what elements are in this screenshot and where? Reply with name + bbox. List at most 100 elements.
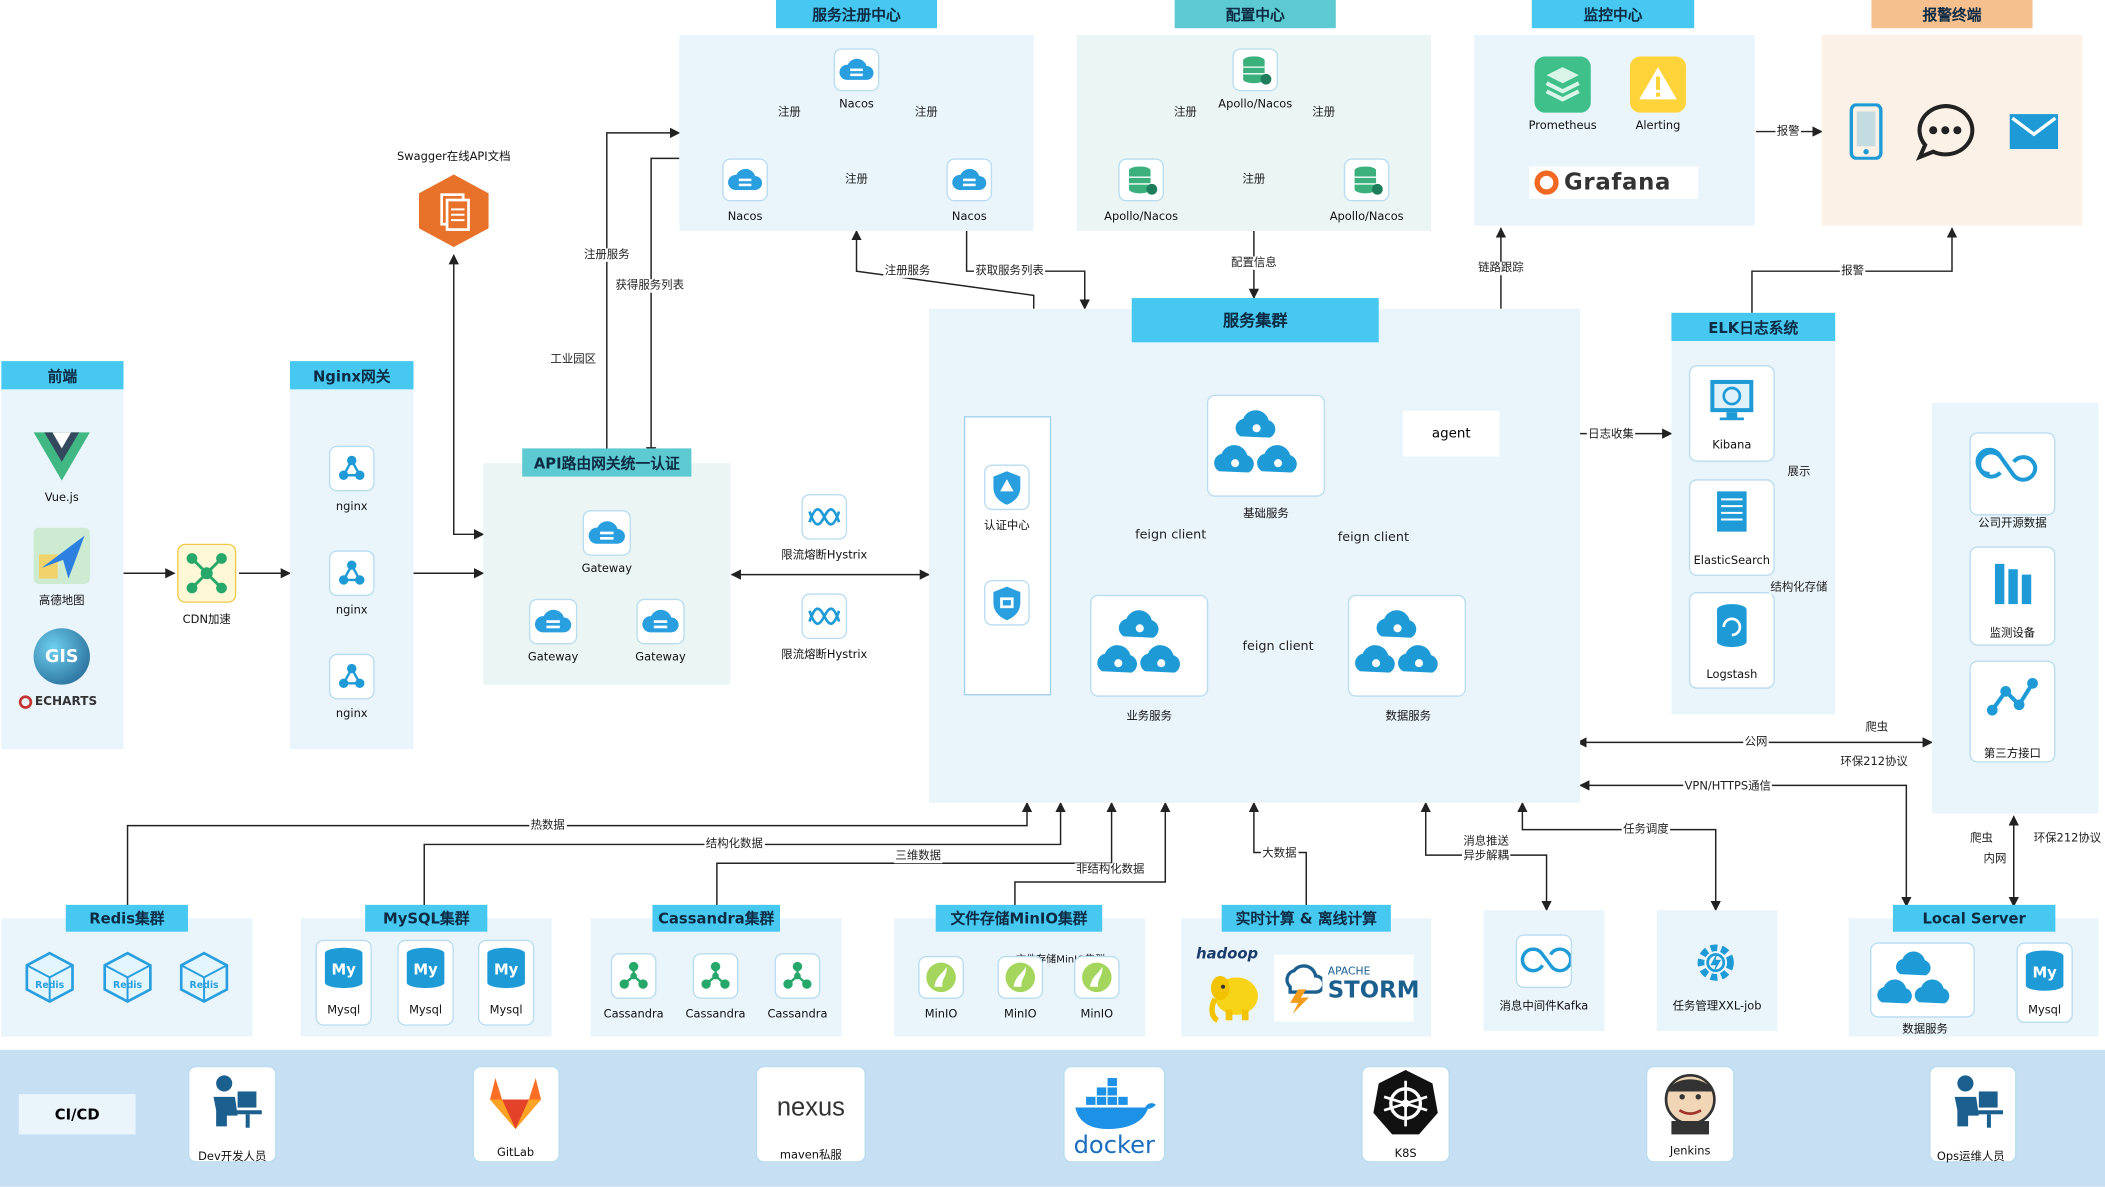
alerting-label: Alerting (1635, 119, 1681, 133)
hadoop-logo: hadoop (1196, 945, 1271, 1026)
shield-icon (984, 464, 1030, 511)
cdn-label: CDN加速 (182, 613, 231, 627)
cicd-title: CI/CD (18, 1094, 136, 1135)
frontend-title: 前端 (1, 361, 124, 390)
logstash-icon (1688, 592, 1775, 689)
edge-label: 爬虫 (1970, 832, 1993, 846)
docker-icon: docker (1063, 1065, 1166, 1163)
redis-icon: Redis (102, 950, 153, 1004)
agent-box: agent (1402, 410, 1500, 457)
mysql-label: Mysql (489, 1004, 523, 1018)
hystrix-icon (801, 593, 848, 640)
edge-label: 三维数据 (894, 849, 943, 864)
grafana-label: Grafana (1564, 169, 1672, 197)
hystrix-label: 限流熔断Hystrix (781, 648, 868, 662)
kibana-icon (1688, 365, 1775, 462)
swagger-label: Swagger在线API文档 (397, 150, 511, 164)
storm-top-label: APACHE (1327, 965, 1371, 978)
minio-title: 文件存储MinIO集群 (935, 904, 1103, 932)
nginx-label: nginx (335, 604, 368, 618)
nginx-node-icon (328, 550, 375, 597)
nginx-node-icon (328, 445, 375, 492)
feign-label: feign client (1133, 527, 1208, 543)
developer-label: Dev开发人员 (198, 1150, 267, 1164)
kibana-label: Kibana (1712, 438, 1752, 453)
gateway-cloud-icon (582, 510, 631, 556)
edge-label: 展示 (1786, 465, 1812, 480)
vue-logo (33, 432, 90, 481)
edge-label: 获取服务列表 (973, 264, 1046, 278)
third-api-label: 第三方接口 (1983, 747, 2041, 762)
jenkins-label: Jenkins (1669, 1145, 1711, 1159)
nexus-wordmark: nexus (776, 1094, 845, 1123)
alert-title: 报警终端 (1871, 0, 2033, 29)
gateway-panel (483, 463, 731, 685)
nacos-icon (833, 48, 880, 92)
edge-label: 非结构化数据 (1074, 863, 1146, 877)
k8s-icon (1361, 1065, 1450, 1163)
chat-icon (1914, 102, 1976, 161)
cassandra-label: Cassandra (767, 1008, 828, 1022)
redis-label: Redis (112, 980, 143, 991)
edge-label: 报警 (1839, 264, 1866, 278)
mysql-icon: My (477, 939, 535, 1026)
nginx-node-icon (328, 653, 375, 700)
mysql-label: Mysql (327, 1004, 361, 1018)
biz-service-label: 业务服务 (1126, 710, 1173, 724)
edge-label: VPN/HTTPS通信 (1683, 779, 1773, 794)
mysql-title: MySQL集群 (365, 904, 488, 932)
edge-label: 注册服务 (883, 264, 932, 278)
cassandra-title: Cassandra集群 (652, 904, 780, 932)
edge-label: 注册 (777, 106, 801, 120)
edge-label: 内网 (1982, 852, 2008, 866)
nacos-label: Nacos (727, 210, 763, 225)
monitor-title: 监控中心 (1531, 0, 1695, 29)
config-title: 配置中心 (1174, 0, 1336, 29)
cassandra-label: Cassandra (685, 1008, 746, 1022)
edge-label: 环保212协议 (2033, 832, 2102, 846)
docker-wordmark: docker (1074, 1131, 1155, 1159)
edge-label: 注册 (1241, 173, 1267, 187)
redis-title: Redis集群 (65, 904, 188, 932)
mysql-icon: My (397, 939, 454, 1026)
auth-column (963, 416, 1052, 696)
phone-icon (1849, 103, 1884, 161)
xxljob-label: 任务管理XXL-job (1672, 1000, 1762, 1014)
ops-label: Ops运维人员 (1936, 1150, 2005, 1164)
gateway-label: Gateway (581, 562, 633, 576)
industrial-park-label: 工业园区 (550, 353, 597, 367)
edge-label: 日志收集 (1586, 428, 1636, 442)
edge-label: 注册 (1174, 106, 1197, 120)
mysql-label: Mysql (409, 1004, 443, 1018)
edge-label: 环保212协议 (1840, 755, 1908, 770)
minio-icon (918, 955, 964, 999)
minio-icon (1074, 955, 1120, 999)
database-icon (1232, 48, 1279, 92)
redis-icon: Redis (24, 950, 75, 1004)
gear-cloud-icon (1870, 942, 1975, 1018)
developer-icon (187, 1065, 277, 1163)
registry-title: 服务注册中心 (775, 0, 938, 29)
redis-label: Redis (189, 980, 219, 991)
open-data-icon (1969, 432, 2056, 516)
edge-label: 公网 (1743, 735, 1769, 750)
nacos-label: Nacos (839, 98, 874, 112)
nacos-label: Nacos (951, 210, 987, 225)
gear-cloud-icon (1090, 594, 1209, 697)
gear-cloud-icon (1206, 394, 1326, 497)
hystrix-label: 限流熔断Hystrix (781, 549, 868, 563)
gitlab-label: GitLab (496, 1146, 535, 1160)
gateway-label: Gateway (527, 651, 579, 665)
edge-label: 报警 (1775, 124, 1801, 139)
redis-icon: Redis (179, 950, 230, 1004)
amap-label: 高德地图 (38, 594, 85, 609)
local-server-title: Local Server (1892, 904, 2056, 932)
edge-label: 链路跟踪 (1476, 261, 1526, 276)
open-data-label: 公司开源数据 (1978, 516, 2047, 531)
edge-label: 任务调度 (1621, 822, 1671, 837)
edge-label: 注册 (843, 173, 870, 187)
nginx-title: Nginx网关 (289, 361, 414, 390)
gateway-cloud-icon (528, 598, 578, 645)
database-icon (1118, 158, 1164, 202)
shield-icon (984, 579, 1030, 626)
